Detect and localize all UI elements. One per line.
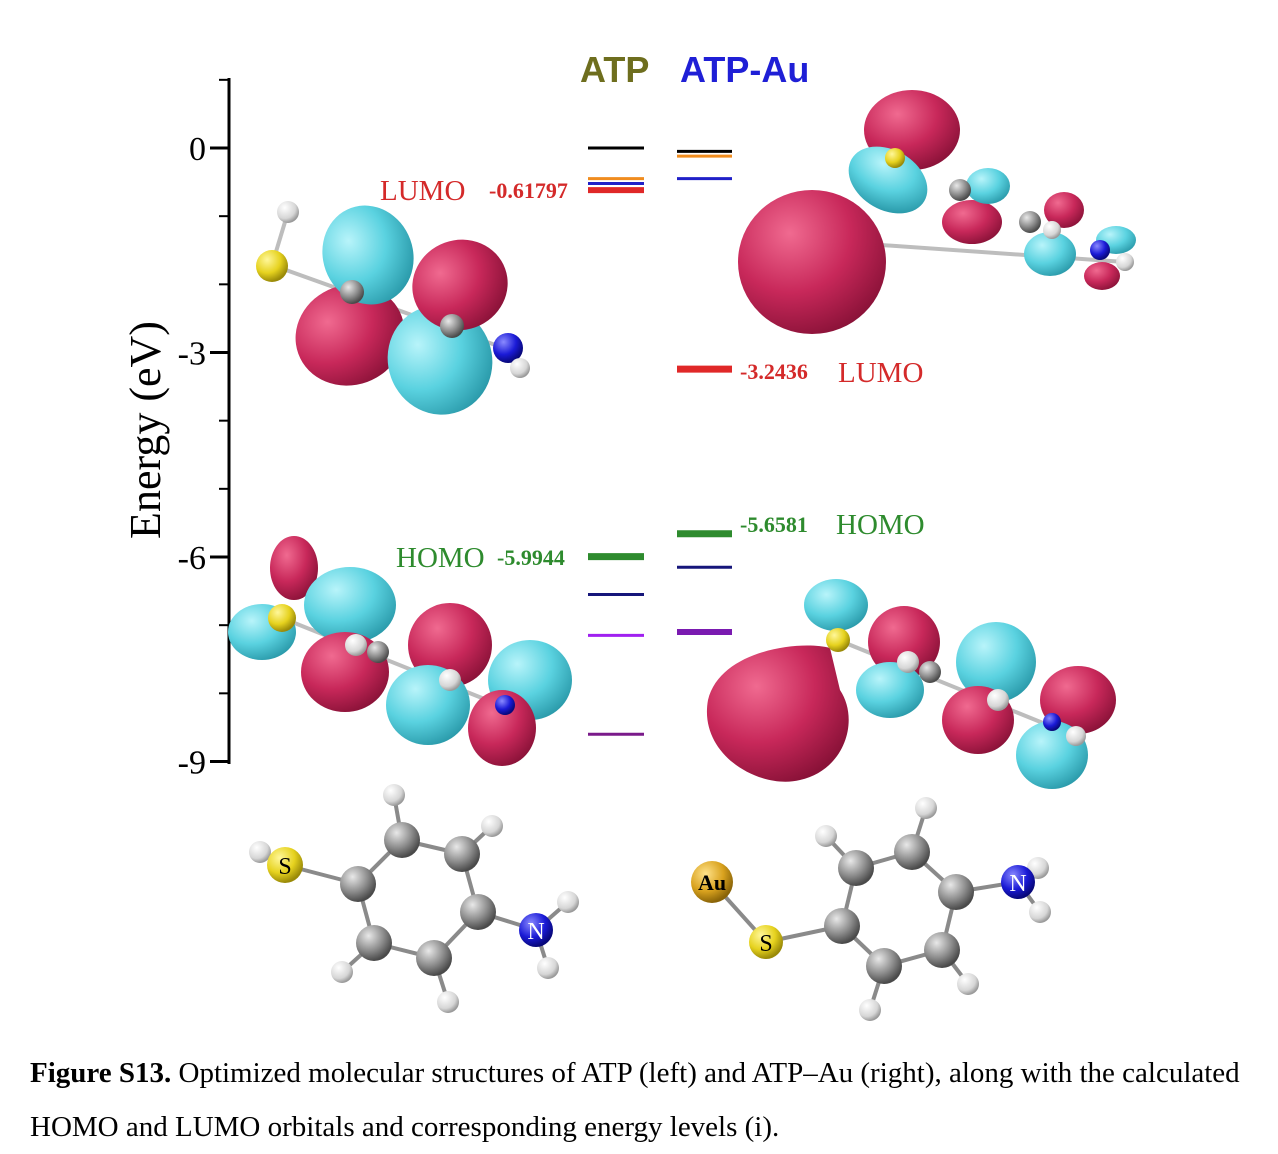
annotation-label: LUMO [380, 175, 465, 207]
y-axis-label: Energy (eV) [121, 321, 170, 539]
y-tick-label: -9 [178, 745, 206, 782]
atom-label-n: N [527, 919, 544, 945]
y-tick-label: -6 [178, 540, 206, 577]
legend-atp-au: ATP-Au [680, 49, 809, 90]
annotation-label: LUMO [838, 357, 923, 389]
y-tick-label: 0 [189, 131, 206, 168]
orbital-atp-homo [228, 536, 572, 766]
annotation-label: HOMO [396, 542, 485, 574]
orbital-atpau-lumo [738, 90, 1136, 334]
annotation-label: HOMO [836, 509, 925, 541]
annotation-value: -5.6581 [740, 512, 808, 537]
annotation-value: -0.61797 [489, 178, 568, 203]
annotation-atpau-homo: -5.6581 HOMO [740, 509, 925, 541]
molecule-atp [249, 784, 579, 1013]
caption-text: Optimized molecular structures of ATP (l… [30, 1057, 1240, 1143]
caption-label: Figure S13. [30, 1057, 172, 1089]
y-axis: 0 -3 -6 -9 Energy (eV) [121, 78, 231, 782]
atom-label-s: S [759, 931, 772, 957]
annotation-value: -5.9944 [497, 545, 565, 570]
y-tick-label: -3 [178, 336, 206, 373]
legend-atp: ATP [580, 49, 649, 90]
energy-level-figure: ATP ATP-Au 0 -3 -6 -9 Energy (eV) LUMO -0.6… [121, 49, 1136, 1021]
annotation-atp-lumo: LUMO -0.61797 [380, 175, 568, 207]
atom-label-s: S [278, 854, 291, 880]
atom-label-au: Au [698, 870, 726, 895]
orbital-atpau-homo [706, 579, 1116, 789]
atom-label-n: N [1009, 871, 1026, 897]
orbital-atp-lumo [256, 201, 530, 415]
annotation-atp-homo: HOMO -5.9944 [396, 542, 565, 574]
molecule-atp-au [691, 797, 1051, 1021]
annotation-value: -3.2436 [740, 359, 808, 384]
energy-levels [588, 146, 732, 736]
annotation-atpau-lumo: -3.2436 LUMO [740, 357, 923, 389]
